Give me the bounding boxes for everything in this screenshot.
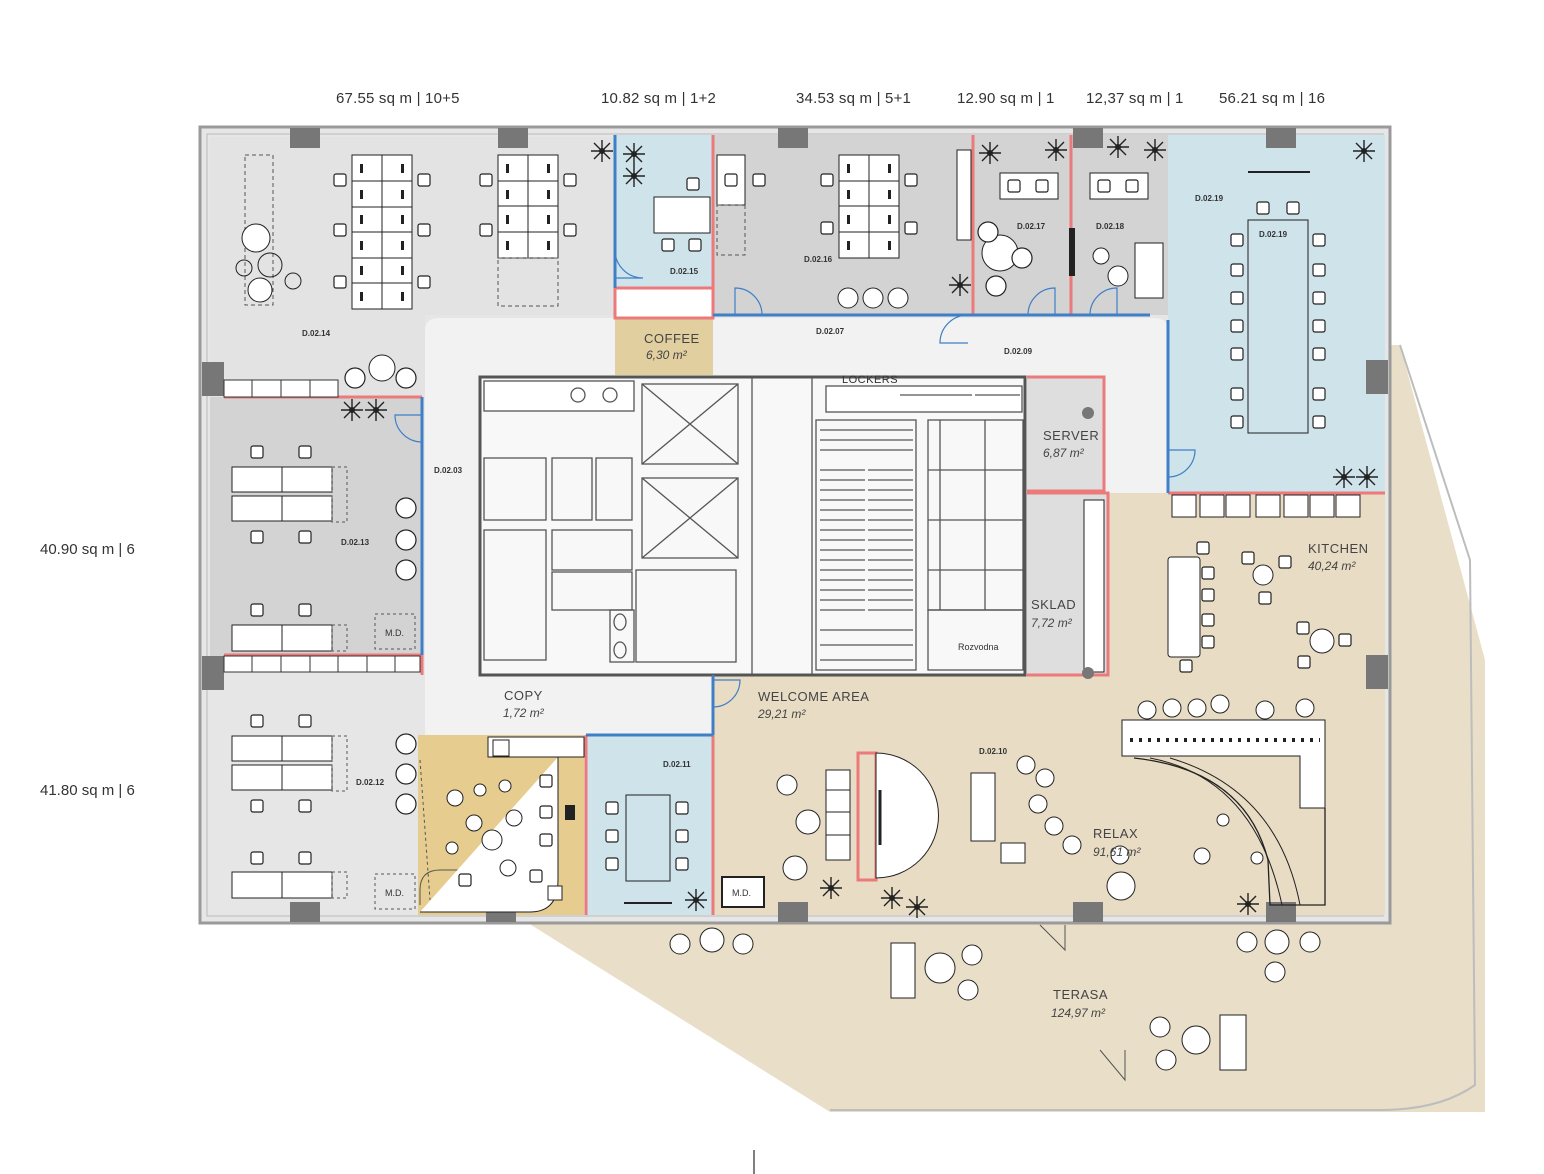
conference-d0219-furniture: [1230, 139, 1379, 489]
copy-lounge-furniture: [419, 736, 585, 913]
area-label-d0216: 34.53 sq m | 5+1: [796, 90, 912, 107]
room-id-d0203: D.02.03: [434, 466, 463, 475]
red-partitions: [224, 135, 1385, 915]
welcome-area: 29,21 m²: [757, 707, 806, 721]
md-label: M.D.: [385, 888, 404, 898]
md-label: M.D.: [732, 888, 751, 898]
building-core: [478, 375, 1027, 677]
kitchen-area: 40,24 m²: [1308, 559, 1356, 573]
terrace-furniture: [669, 924, 1321, 1082]
room-id-d0219b: D.02.19: [1259, 230, 1288, 239]
terasa-label: TERASA: [1053, 987, 1108, 1002]
doors: [394, 249, 1196, 708]
area-label-d0212: 41.80 sq m | 6: [40, 782, 135, 799]
room-id-d0213: D.02.13: [341, 538, 370, 547]
room-server: [1027, 377, 1104, 491]
copy-area: 1,72 m²: [503, 706, 545, 720]
room-id-d0211: D.02.11: [663, 760, 691, 769]
office-d0216-furniture: [716, 149, 972, 309]
meeting-d0211-furniture: [605, 794, 708, 912]
area-label-d0218: 12,37 sq m | 1: [1086, 90, 1184, 107]
server-label: SERVER: [1043, 428, 1099, 443]
area-label-d0217: 12.90 sq m | 1: [957, 90, 1055, 107]
office-d0215-furniture: [622, 142, 711, 252]
welcome-label: WELCOME AREA: [758, 689, 869, 704]
office-d0213-furniture: [223, 445, 421, 673]
kitchen-label: KITCHEN: [1308, 541, 1369, 556]
coffee-area: 6,30 m²: [646, 348, 688, 362]
terasa-area: 124,97 m²: [1051, 1006, 1106, 1020]
relax-label: RELAX: [1093, 826, 1138, 841]
area-label-d0213: 40.90 sq m | 6: [40, 541, 135, 558]
sklad-label: SKLAD: [1031, 597, 1076, 612]
lockers-label: LOCKERS: [842, 374, 898, 386]
sklad-area: 7,72 m²: [1031, 616, 1073, 630]
open-office-desks: [223, 139, 614, 422]
room-relax: [713, 675, 1385, 915]
kitchen-furniture: [1082, 407, 1361, 679]
coffee-label: COFFEE: [644, 331, 700, 346]
area-label-d0214: 67.55 sq m | 10+5: [336, 90, 460, 107]
room-id-d0217: D.02.17: [1017, 222, 1046, 231]
room-id-d0212: D.02.12: [356, 778, 385, 787]
welcome-relax-furniture: [721, 694, 1326, 919]
room-id-d0207: D.02.07: [816, 327, 845, 336]
office-d0217-furniture: [977, 138, 1068, 297]
area-label-d0219: 56.21 sq m | 16: [1219, 90, 1326, 107]
room-id-d0218: D.02.18: [1096, 222, 1125, 231]
rozvodna-label: Rozvodna: [958, 642, 999, 652]
office-d0218-furniture: [1069, 135, 1167, 299]
room-kitchen: [1108, 493, 1385, 675]
room-id-d0210: D.02.10: [979, 747, 1008, 756]
room-id-d0216: D.02.16: [804, 255, 833, 264]
room-coffee: [615, 317, 713, 375]
room-id-d0215: D.02.15: [670, 267, 699, 276]
office-d0212-furniture: [231, 714, 417, 910]
terrace-edge: [830, 344, 1477, 1111]
md-label: M.D.: [385, 628, 404, 638]
room-id-d0219a: D.02.19: [1195, 194, 1224, 203]
glass-partitions: [420, 135, 1170, 737]
room-id-d0214: D.02.14: [302, 329, 331, 338]
area-label-d0215: 10.82 sq m | 1+2: [601, 90, 717, 107]
server-area: 6,87 m²: [1043, 446, 1085, 460]
copy-label: COPY: [504, 688, 543, 703]
relax-area: 91,61 m²: [1093, 845, 1141, 859]
room-id-d0209: D.02.09: [1004, 347, 1033, 356]
room-d0213: [210, 397, 422, 657]
